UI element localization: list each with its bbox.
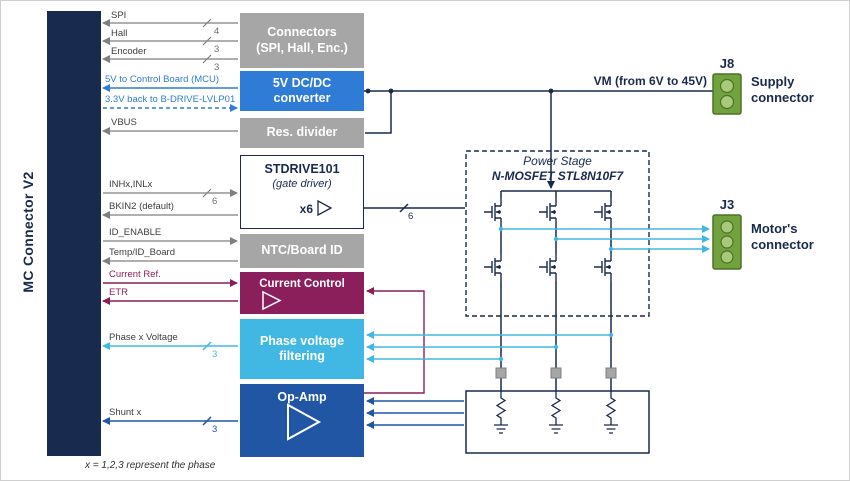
j3-name-line2: connector	[751, 237, 814, 252]
bus-width-inh: 6	[212, 196, 218, 207]
current-control-block: Current Control	[240, 272, 364, 314]
bus-width-hall: 3	[214, 44, 220, 55]
dcdc-line1: 5V DC/DC	[272, 75, 332, 90]
power-stage-subtitle: N-MOSFET STL8N10F7	[491, 169, 624, 183]
mosfet-symbols	[483, 197, 612, 282]
mc-connector-title: MC Connector V2	[20, 171, 36, 293]
signal-label-encoder: Encoder	[111, 46, 147, 57]
signal-label-bkin2: BKIN2 (default)	[109, 201, 174, 212]
phase-voltage-filtering-block: Phase voltage filtering	[240, 319, 364, 379]
filtering-line2: filtering	[279, 349, 325, 363]
j8-name-line2: connector	[751, 90, 814, 105]
signal-label-3v3: 3.3V back to B-DRIVE-LVLP01	[105, 94, 236, 105]
ntc-board-id-block: NTC/Board ID	[240, 234, 364, 268]
opamp-feedback-wire	[364, 287, 425, 394]
mosfet-ls2	[538, 252, 557, 282]
stdrive101-block: STDRIVE101 (gate driver) x6	[240, 155, 364, 229]
signal-label-inh: INHx,INLx	[109, 179, 153, 190]
shunt-box	[465, 390, 650, 454]
bus-width-phase: 3	[212, 349, 218, 360]
j8-name-line1: Supply	[751, 74, 795, 89]
opamp-label: Op-Amp	[277, 390, 327, 404]
j8-name: Supply connector	[751, 74, 814, 106]
connectors-block-line1: Connectors	[267, 25, 337, 40]
opamp-block: Op-Amp	[240, 384, 364, 457]
vm-rail-label: VM (from 6V to 45V)	[593, 74, 707, 88]
dcdc-line2: converter	[273, 91, 331, 105]
bus-slashes-gray	[202, 18, 212, 198]
phase-footnote: x = 1,2,3 represent the phase	[85, 460, 216, 471]
stdrive101-subtitle: (gate driver)	[272, 178, 332, 190]
signal-label-etr: ETR	[109, 287, 128, 298]
connectors-block: Connectors (SPI, Hall, Enc.)	[240, 13, 364, 68]
res-divider-block: Res. divider	[240, 118, 364, 148]
shunt-resistors	[494, 391, 618, 434]
signal-label-spi: SPI	[111, 10, 127, 21]
stdrive101-name: STDRIVE101	[264, 162, 340, 176]
j8-ref: J8	[719, 56, 735, 71]
signal-label-current-ref: Current Ref.	[109, 269, 161, 280]
j3-name: Motor's connector	[751, 221, 814, 253]
mc-connector-bar	[47, 11, 101, 456]
signal-label-id-enable: ID_ENABLE	[109, 227, 162, 238]
j3-name-line1: Motor's	[751, 221, 798, 236]
mosfet-hs3	[593, 197, 612, 227]
bus-width-shunt: 3	[212, 424, 218, 435]
phase-junction-dots	[498, 226, 614, 362]
res-divider-label: Res. divider	[266, 125, 338, 140]
signal-label-5v: 5V to Control Board (MCU)	[105, 74, 220, 85]
shunt-pads	[495, 367, 617, 379]
j8-connector-icon	[712, 73, 742, 115]
resdiv-tap	[365, 91, 392, 134]
j3-ref: J3	[719, 197, 735, 212]
connectors-block-line2: (SPI, Hall, Enc.)	[256, 40, 348, 55]
stdrive101-multiplier: x6	[299, 202, 313, 216]
gate-bus-slash	[399, 203, 409, 213]
bus-width-encoder: 3	[214, 62, 220, 73]
phase-wiring	[102, 225, 710, 363]
junction-dots	[365, 88, 554, 94]
shunt-slash	[202, 416, 212, 426]
mosfet-hs1	[483, 197, 502, 227]
bus-width-gate: 6	[408, 211, 414, 222]
power-stage-title: Power Stage N-MOSFET STL8N10F7	[467, 154, 648, 184]
dcdc-converter-block: 5V DC/DC converter	[240, 71, 364, 111]
signal-label-vbus: VBUS	[111, 117, 137, 128]
signal-label-shunt: Shunt x	[109, 407, 142, 418]
phase-slash	[202, 341, 212, 351]
signal-label-phase-voltage: Phase x Voltage	[109, 332, 178, 343]
current-control-label: Current Control	[259, 278, 345, 290]
signal-label-hall: Hall	[111, 28, 128, 39]
vm-wiring	[364, 90, 713, 391]
j3-connector-icon	[712, 214, 742, 270]
power-stage-title-line: Power Stage	[523, 154, 592, 168]
mosfet-ls3	[593, 252, 612, 282]
mosfet-hs2	[538, 197, 557, 227]
bus-width-spi: 4	[214, 26, 220, 37]
signal-label-temp-id: Temp/ID_Board	[109, 247, 176, 258]
mosfet-ls1	[483, 252, 502, 282]
ntc-board-id-label: NTC/Board ID	[261, 243, 343, 258]
filtering-line1: Phase voltage	[259, 333, 345, 348]
